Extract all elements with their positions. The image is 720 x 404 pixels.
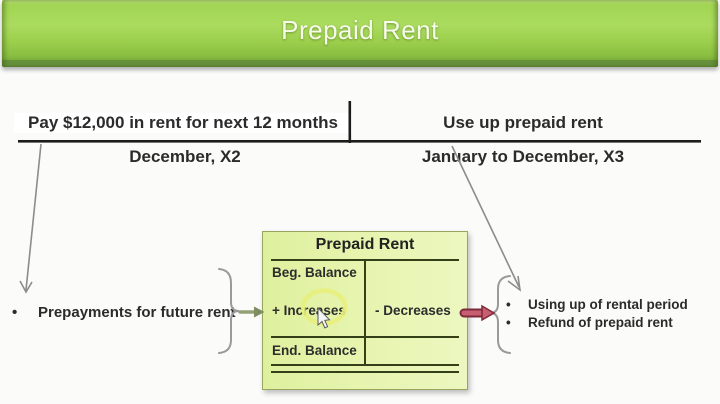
bullet-icon: • bbox=[506, 297, 511, 312]
t-account-beg-balance: Beg. Balance bbox=[272, 265, 357, 280]
t-account-decreases: - Decreases bbox=[375, 303, 451, 318]
right-notes: • Using up of rental period • Refund of … bbox=[502, 296, 716, 332]
green-arrow-icon bbox=[238, 306, 265, 318]
bullet-icon: • bbox=[12, 304, 18, 321]
slide-header: Prepaid Rent bbox=[2, 0, 718, 67]
t-account-title: Prepaid Rent bbox=[315, 236, 415, 253]
t-account-divider bbox=[364, 259, 366, 366]
t-account-box: Prepaid Rent Beg. Balance + Increases - … bbox=[262, 231, 468, 390]
left-note-text: Prepayments for future rent bbox=[38, 304, 236, 321]
timeline-left-event: Pay $12,000 in rent for next 12 months bbox=[14, 113, 352, 133]
t-account-subtotal-line bbox=[271, 336, 459, 338]
t-account-double-rule bbox=[271, 371, 459, 373]
list-item: • Using up of rental period bbox=[502, 296, 688, 314]
right-note-text-1: Using up of rental period bbox=[528, 297, 688, 312]
list-item: • Refund of prepaid rent bbox=[502, 314, 673, 332]
timeline-right-period: January to December, X3 bbox=[421, 147, 625, 166]
left-note: • Prepayments for future rent bbox=[10, 304, 242, 321]
t-account-end-balance: End. Balance bbox=[272, 343, 357, 358]
slide-title: Prepaid Rent bbox=[281, 15, 439, 45]
right-note-text-2: Refund of prepaid rent bbox=[528, 315, 673, 330]
t-account-increases: + Increases bbox=[272, 303, 346, 318]
timeline-left-period: December, X2 bbox=[129, 147, 241, 166]
t-account-total-line bbox=[271, 364, 459, 366]
red-arrow-icon bbox=[459, 304, 496, 322]
bullet-icon: • bbox=[506, 315, 511, 330]
timeline-right-event: Use up prepaid rent bbox=[443, 113, 603, 132]
timeline-line bbox=[18, 140, 701, 143]
